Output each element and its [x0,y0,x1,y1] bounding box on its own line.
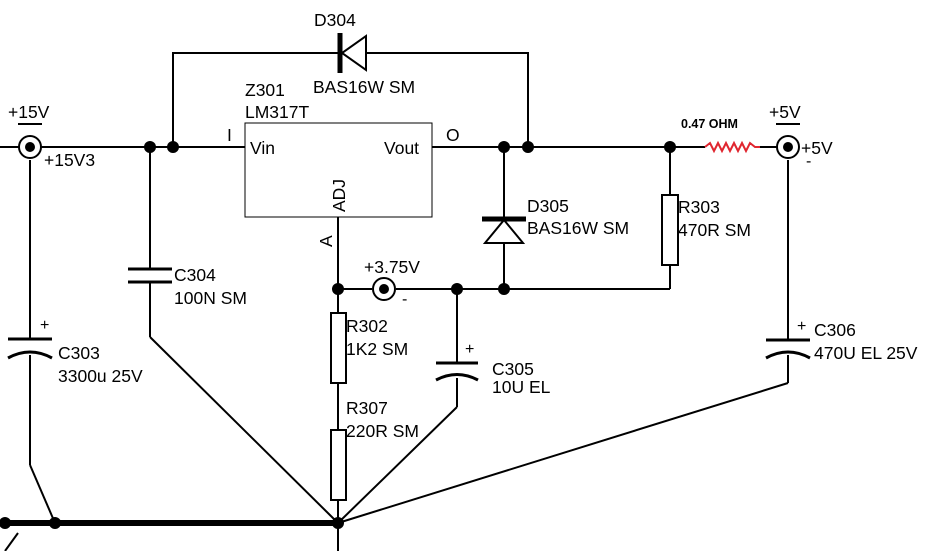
c303-value: 3300u 25V [58,366,143,386]
junction-dot [144,141,156,153]
c306-ref: C306 [814,320,856,340]
tp-input-net: +15V3 [44,150,95,170]
tp-output-net: +5V [801,138,833,158]
capacitor-c304: C304 100N SM [128,265,247,308]
pin-vin-label: Vin [250,138,275,158]
capacitor-c306: + C306 470U EL 25V [765,318,918,363]
wire-d304-left [172,52,338,147]
d304-ref: D304 [314,10,356,30]
wire-c303-to-gnd [29,464,56,524]
r307-value: 220R SM [346,421,419,441]
c304-ref: C304 [174,265,216,285]
diode-d304: D304 BAS16W SM [313,10,415,97]
wire-c304-to-gnd [149,336,339,524]
wire-d304-right [366,52,529,147]
c305-value: 10U EL [492,377,551,397]
junction-dot [332,283,344,295]
capacitor-c305: + C305 10U EL [435,341,551,397]
testpoint-input: +15V +15V3 [8,102,95,170]
capacitor-c303: + C303 3300u 25V [7,317,143,386]
c306-value: 470U EL 25V [814,343,918,363]
diode-triangle [340,34,367,72]
regulator-part: LM317T [245,102,310,122]
testpoint-center [379,284,389,294]
junctions [0,141,676,529]
r303-value: 470R SM [678,220,751,240]
junction-dot [498,141,510,153]
cap-plate-curved [435,373,479,382]
wire-c305-to-gnd [337,406,458,524]
diode-d305: D305 BAS16W SM [482,196,629,244]
c303-ref: C303 [58,343,100,363]
diode-triangle [482,218,526,244]
junction-dot [522,141,534,153]
c304-value: 100N SM [174,288,247,308]
tp-mid-name: +3.75V [364,257,420,277]
wire-ground-stub [4,532,19,551]
c306-polarity: + [797,318,806,335]
d304-value: BAS16W SM [313,77,415,97]
pin-vout-label: Vout [384,138,419,158]
r307-ref: R307 [346,398,388,418]
r302-ref: R302 [346,316,388,336]
junction-dot [451,283,463,295]
pin-i-label: I [227,125,232,145]
resistor-body [330,312,347,384]
c303-polarity: + [40,317,49,334]
testpoint-center [25,142,35,152]
shunt-resistor: 0.47 OHM [681,117,760,154]
r303-ref: R303 [678,197,720,217]
r302-value: 1K2 SM [346,339,408,359]
c305-ref: C305 [492,359,534,379]
junction-dot [498,283,510,295]
shunt-value: 0.47 OHM [681,117,738,131]
junction-dot [664,141,676,153]
testpoint-output: +5V +5V - [769,102,833,170]
tp-output-minus: - [806,153,811,170]
resistor-body [661,194,679,266]
resistor-r302: R302 1K2 SM [330,312,408,384]
regulator-ref: Z301 [245,80,285,100]
cap-plate-curved [765,350,811,360]
wire-c306-to-gnd [337,382,789,524]
pin-a-label: A [316,235,336,247]
junction-dot [49,517,61,529]
regulator-z301: Z301 LM317T Vin Vout ADJ I O A [227,80,460,247]
junction-dot [332,517,344,529]
tp-input-name: +15V [8,102,50,122]
d305-ref: D305 [527,196,569,216]
resistor-r303: R303 470R SM [661,194,751,266]
shunt-zigzag [704,140,760,154]
tp-output-name: +5V [769,102,801,122]
cap-plate-curved [7,350,53,360]
testpoint-center [783,142,793,152]
resistor-body [330,429,347,501]
pin-o-label: O [446,125,460,145]
junction-dot [0,517,11,529]
junction-dot [167,141,179,153]
regulator-body [244,122,433,218]
d305-value: BAS16W SM [527,218,629,238]
resistor-r307: R307 220R SM [330,398,419,501]
testpoint-mid: +3.75V - [364,257,420,308]
pin-adj-label: ADJ [329,179,349,212]
tp-mid-minus: - [402,291,407,308]
c305-polarity: + [465,341,474,358]
